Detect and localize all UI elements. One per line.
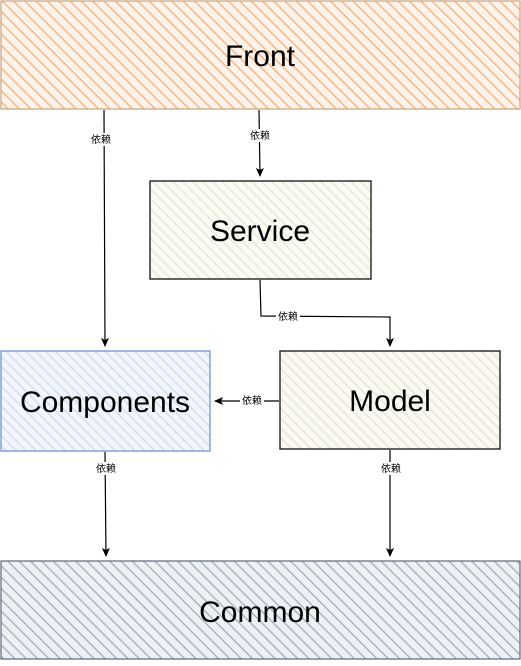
- edge-front-components-line: [100, 109, 109, 347]
- components-box: [0, 350, 211, 452]
- front-node: Front: [0, 0, 521, 110]
- components-label: Components: [20, 386, 190, 419]
- edge-service-model: 依赖: [259, 279, 394, 347]
- edge-front-components-label: 依赖: [91, 133, 111, 146]
- model-box: [279, 350, 501, 450]
- service-box: [149, 180, 372, 280]
- edge-components-common-label: 依赖: [96, 462, 116, 475]
- edge-model-common-label: 依赖: [381, 462, 401, 475]
- edge-front-service-label: 依赖: [250, 129, 270, 142]
- common-box: [0, 560, 521, 660]
- edge-front-components-label-bg: [89, 133, 113, 146]
- common-label: Common: [199, 596, 321, 629]
- edge-components-common: 依赖: [94, 451, 118, 557]
- edge-model-components-label: 依赖: [242, 394, 262, 407]
- components-node: Components: [0, 350, 211, 452]
- edge-service-model-label-bg: [276, 310, 300, 323]
- edge-front-service-line: [255, 109, 264, 177]
- edge-front-service-label-bg: [248, 129, 272, 142]
- edge-model-common-label-bg: [379, 462, 403, 475]
- edge-front-service: 依赖: [248, 109, 272, 177]
- service-label: Service: [210, 215, 310, 248]
- edge-service-model-label: 依赖: [278, 310, 298, 323]
- edge-service-model-line: [259, 279, 394, 347]
- model-label: Model: [349, 385, 431, 418]
- edge-front-components: 依赖: [89, 109, 113, 347]
- edge-model-common: 依赖: [379, 450, 403, 557]
- edge-components-common-label-bg: [94, 462, 118, 475]
- edge-model-components-label-bg: [240, 394, 264, 407]
- edge-model-components: 依赖: [214, 394, 279, 407]
- common-node: Common: [0, 560, 521, 660]
- front-label: Front: [225, 40, 296, 73]
- service-node: Service: [149, 180, 372, 280]
- model-node: Model: [279, 350, 501, 450]
- front-box: [0, 0, 521, 110]
